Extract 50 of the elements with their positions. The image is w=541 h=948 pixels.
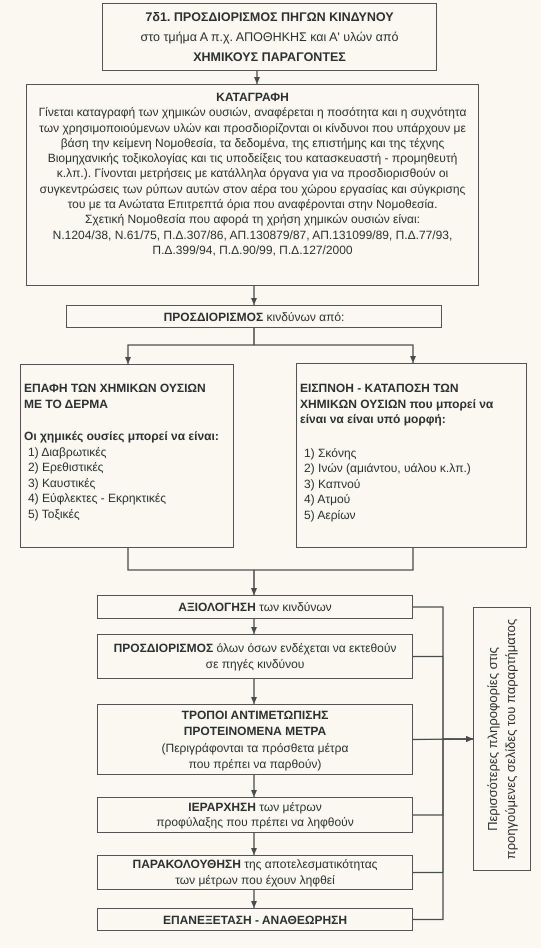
process-box — [97, 855, 413, 890]
arrow — [251, 890, 257, 908]
body-text: Ν.1204/38, Ν.61/75, Π.Δ.307/86, ΑΠ.130879/87, ΑΠ.131099/89, Π.Δ.77/93, Π.Δ.399/94, Π.Δ.90/99, Π.Δ.127/2000 — [52, 228, 454, 258]
note-box — [473, 607, 531, 871]
list-item: 3) Καπνού — [304, 476, 360, 492]
arrow — [251, 548, 414, 595]
arrow — [251, 286, 257, 305]
process-box — [97, 595, 413, 619]
arrow — [254, 71, 260, 84]
body-text: Γίνεται καταγραφή των χημικών ουσιών, αναφέρεται η ποσότητα και η συχνότητα των χρησιμοποιούμενων υλών και προσδιορίζονται οι κίνδυνοι που υπάρχουν με βάση την κείμενη Νομοθεσία, τα δεδομένα, της επιστήμης και της τέχνης Βιομηχανικής τοξικολογίας και τις υποδείξεις του κατασκευαστή - προμηθευτή κ.λπ.). Γίνονται μετρήσεις με κατάλληλα όργανα για να προσδιορισθούν οι συγκεντρώσεις των ρύπων αυτών στον αέρα του χώρου εργασίας και σύγκρισης του με τα Ανώτατα Επιτρεπτά όρια που αναφέρονται στην Νομοθεσία. — [38, 105, 468, 212]
step-text: ΠΑΡΑΚΟΛΟΥΘΗΣΗ της αποτελεσματικότητας των μέτρων που έχουν ληφθεί — [132, 857, 378, 888]
list-item: 2) Ερεθιστικές — [28, 460, 104, 476]
process-box — [97, 908, 413, 931]
process-box — [20, 364, 234, 548]
heading-text: ΚΑΤΑΓΡΑΦΗ — [216, 90, 289, 106]
body-text: Σχετική Νομοθεσία που αφορά τη χρήση χημικών ουσιών είναι: — [85, 212, 420, 228]
list-item: 4) Εύφλεκτες - Εκρηκτικές — [28, 491, 166, 506]
step-text: ΑΞΙΟΛΟΓΗΣΗ των κινδύνων — [178, 599, 332, 615]
list-item: 4) Ατμού — [304, 492, 350, 508]
process-box — [66, 305, 442, 328]
arrow — [413, 736, 473, 742]
heading-text: ΤΡΟΠΟΙ ΑΝΤΙΜΕΤΩΠΙΣΗΣ ΠΡΟΤΕΙΝΟΜΕΝΑ ΜΕΤΡΑ — [180, 706, 330, 740]
step-text: ΙΕΡΑΡΧΗΣΗ των μέτρων προφύλαξης που πρέπει να ληφθούν — [155, 800, 355, 830]
note-text: Περισσότερες πληροφορίες στις προηγούμενες σελίδες του παραρτήματος — [484, 618, 519, 862]
arrow — [251, 619, 257, 634]
list-item: 2) Ινών (αμιάντου, υάλου κ.λπ.) — [304, 461, 471, 476]
step-text: ΠΡΟΣΔΙΟΡΙΣΜΟΣ κινδύνων από: — [164, 308, 344, 324]
process-box — [102, 3, 437, 71]
process-box — [26, 84, 479, 286]
list-item: 1) Διαβρωτικές — [28, 444, 106, 460]
heading-text: Οι χημικές ουσίες μπορεί να είναι: — [24, 429, 219, 444]
body-text: (Περιγράφονται τα πρόσθετα μέτρα που πρέπει να παρθούν) — [160, 740, 350, 772]
arrow — [253, 328, 416, 363]
process-box — [296, 363, 527, 548]
process-box — [97, 634, 413, 679]
arrow — [251, 833, 257, 855]
process-box — [97, 704, 413, 775]
list-item: 5) Τοξικές — [28, 506, 80, 522]
title-text: 7δ1. ΠΡΟΣΔΙΟΡΙΣΜΟΣ ΠΗΓΩΝ ΚΙΝΔΥΝΟΥ στο τμήμα Α π.χ. ΑΠΟΘΗΚΗΣ και Α' υλών από ΧΗΜΙΚΟΥΣ ΠΑΡΑΓΟΝΤΕΣ — [140, 9, 398, 66]
list-item: 1) Σκόνης — [304, 446, 356, 461]
process-box — [97, 797, 413, 833]
heading-text: ΕΙΣΠΝΟΗ - ΚΑΤΑΠΟΣΗ ΤΩΝ ΧΗΜΙΚΩΝ ΟΥΣΙΩΝ που μπορεί να είναι να είναι υπό μορφή: — [300, 381, 494, 428]
list-item: 3) Καυστικές — [28, 476, 96, 491]
step-text: ΕΠΑΝΕΞΕΤΑΣΗ - ΑΝΑΘΕΩΡΗΣΗ — [162, 912, 348, 928]
list-item: 5) Αερίων — [304, 508, 356, 523]
heading-text: ΕΠΑΦΗ ΤΩΝ ΧΗΜΙΚΩΝ ΟΥΣΙΩΝ ΜΕ ΤΟ ΔΕΡΜΑ — [24, 381, 207, 412]
arrow — [413, 736, 473, 920]
arrow — [251, 679, 257, 704]
arrow — [251, 775, 257, 797]
step-text: ΠΡΟΣΔΙΟΡΙΣΜΟΣ όλων όσων ενδέχεται να εκτεθούν σε πηγές κινδύνου — [112, 641, 398, 672]
